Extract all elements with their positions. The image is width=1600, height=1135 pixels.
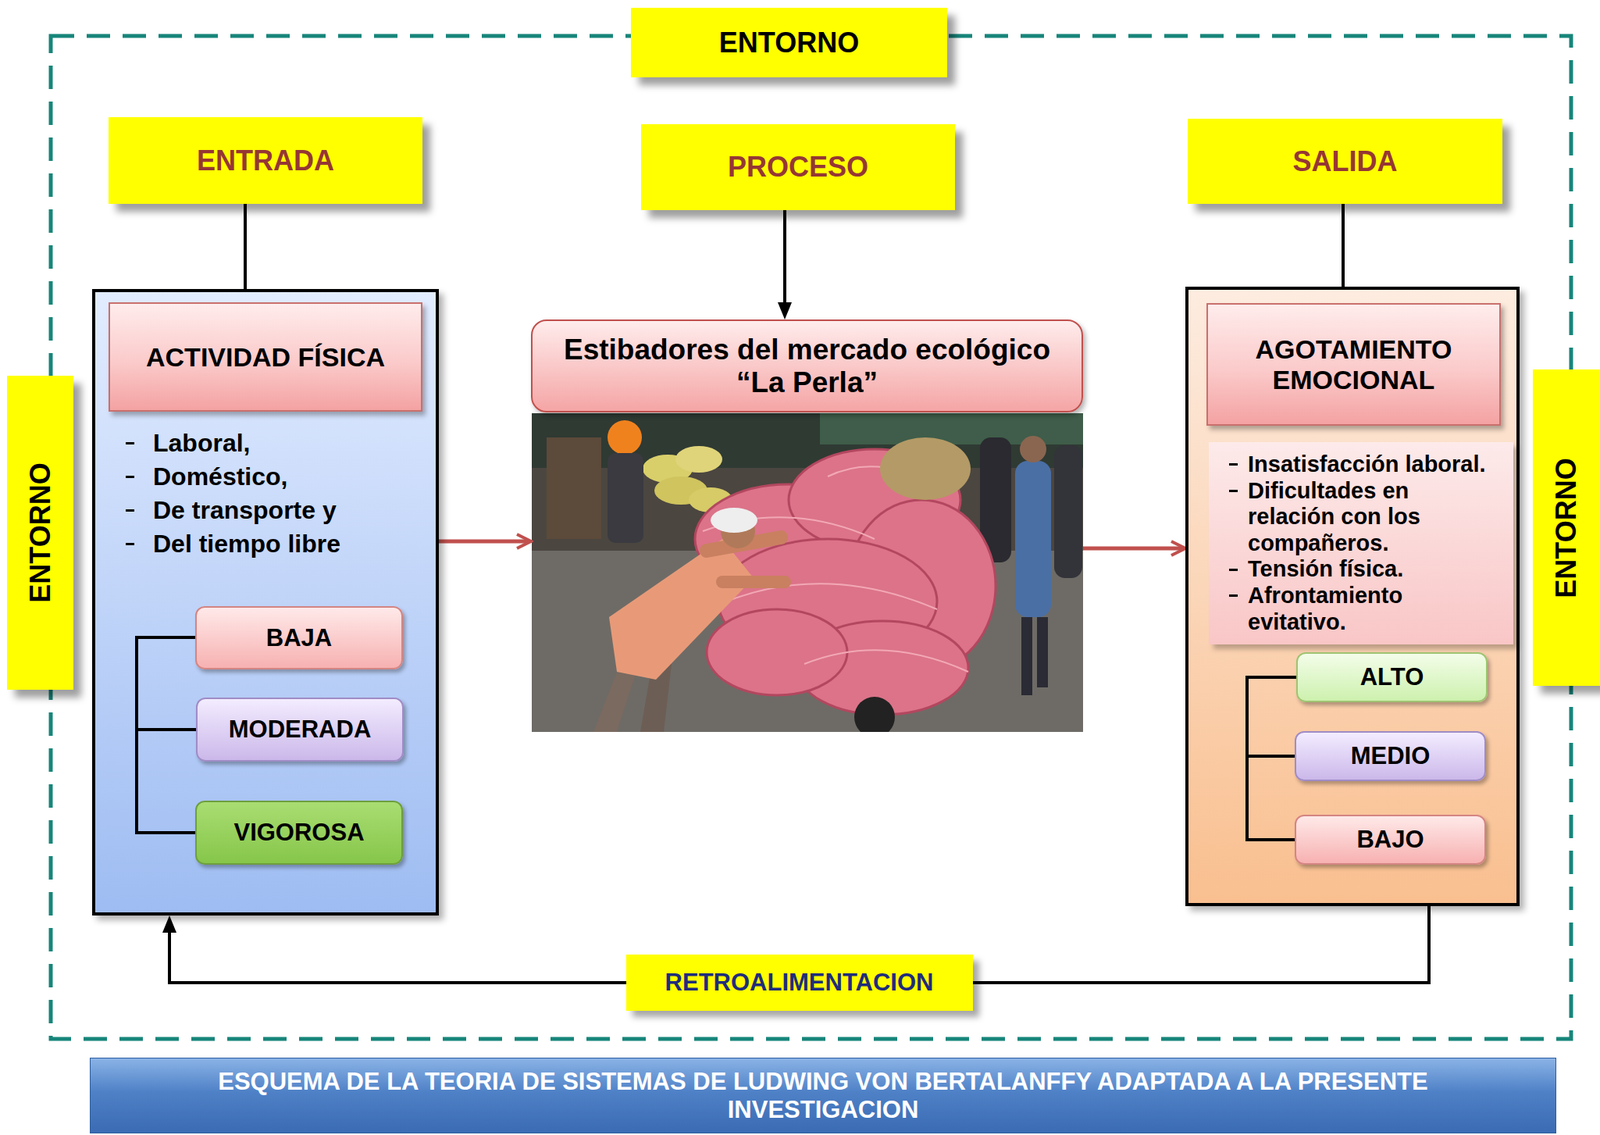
stall bbox=[546, 437, 602, 539]
list-item: Dificultades en relación con los compañe… bbox=[1219, 477, 1500, 557]
straw bbox=[880, 437, 971, 500]
flow-arrow bbox=[438, 539, 528, 544]
list-item: Insatisfacción laboral. bbox=[1219, 451, 1500, 478]
bullet-dash bbox=[125, 475, 135, 478]
title-box: Estibadores del mercado ecológico “La Pe… bbox=[530, 319, 1084, 413]
sack bbox=[675, 445, 723, 473]
onion-sack bbox=[706, 609, 848, 695]
worker-leg bbox=[593, 671, 637, 732]
list-box: Insatisfacción laboral.Dificultades en r… bbox=[1208, 441, 1514, 645]
caption-bar: ESQUEMA DE LA TEORIA DE SISTEMAS DE LUDW… bbox=[89, 1057, 1557, 1134]
node-text: MODERADA bbox=[228, 715, 372, 744]
bracket-line bbox=[136, 637, 196, 833]
list-item: Del tiempo libre bbox=[117, 527, 422, 561]
list-text: Insatisfacción laboral. bbox=[1247, 451, 1486, 477]
list-text: Afrontamiento evitativo. bbox=[1247, 582, 1403, 635]
environment-label: ENTORNO bbox=[1532, 369, 1600, 686]
list-text: Laboral, bbox=[153, 428, 250, 457]
connector-line bbox=[243, 203, 247, 289]
connector-arrow bbox=[783, 210, 787, 309]
bracket-line bbox=[1247, 677, 1297, 840]
bystander-leg bbox=[1021, 616, 1033, 695]
list-item: Laboral, bbox=[117, 426, 422, 460]
bullet-dash bbox=[1229, 568, 1238, 571]
list-text: Dificultades en relación con los compañe… bbox=[1247, 477, 1421, 556]
output-label: SALIDA bbox=[1187, 118, 1503, 204]
variable-header: ACTIVIDAD FÍSICA bbox=[108, 302, 423, 412]
bullet-dash bbox=[125, 509, 135, 512]
environment-label: ENTORNO bbox=[7, 375, 74, 690]
list-item: Doméstico, bbox=[117, 459, 422, 494]
level-box: MODERADA bbox=[195, 697, 404, 762]
bullet-dash bbox=[1229, 489, 1238, 492]
bullet-dash bbox=[1229, 463, 1238, 466]
environment-boundary bbox=[50, 35, 1572, 1039]
node-text: ALTO bbox=[1360, 662, 1425, 692]
panel-fill bbox=[92, 288, 439, 916]
awning bbox=[819, 413, 1084, 445]
list-item: Tensión física. bbox=[1219, 555, 1500, 583]
node-text: BAJA bbox=[266, 623, 332, 653]
node-text: MEDIO bbox=[1350, 741, 1431, 770]
bullet-dash bbox=[1229, 594, 1238, 597]
node-text: ENTRADA bbox=[196, 144, 335, 178]
cart-wheel bbox=[854, 696, 895, 732]
bullet-dash bbox=[125, 542, 135, 546]
photo-ground bbox=[531, 413, 1084, 732]
level-box: BAJA bbox=[195, 605, 403, 670]
population-box: Estibadores del mercado ecológico “La Pe… bbox=[530, 319, 1084, 732]
node-text: ACTIVIDAD FÍSICA bbox=[146, 342, 385, 373]
list-text: Del tiempo libre bbox=[153, 529, 341, 558]
bystander bbox=[1054, 445, 1083, 578]
node-text: ENTORNO bbox=[24, 462, 58, 603]
bystander-head bbox=[1019, 435, 1047, 463]
node-text: BAJO bbox=[1356, 825, 1424, 854]
bracket-line bbox=[136, 727, 196, 731]
bystander bbox=[1015, 460, 1052, 617]
list-block: Laboral, Doméstico, De transporte y Del tie… bbox=[117, 426, 422, 561]
edge-label: RETROALIMENTACION bbox=[626, 954, 973, 1011]
worker-headscarf bbox=[607, 420, 642, 455]
list-item: Afrontamiento evitativo. bbox=[1219, 582, 1500, 635]
level-box: ALTO bbox=[1296, 652, 1488, 703]
list-item: De transporte y bbox=[117, 493, 422, 528]
variable-header: AGOTAMIENTO EMOCIONAL bbox=[1206, 302, 1501, 426]
panel-fill bbox=[1185, 286, 1520, 906]
connector-line bbox=[1341, 203, 1345, 287]
level-box: VIGOROSA bbox=[195, 800, 403, 865]
environment-label: ENTORNO bbox=[630, 7, 948, 78]
bracket-line bbox=[1247, 754, 1295, 758]
worker-cloth bbox=[710, 507, 758, 533]
node-text: AGOTAMIENTO EMOCIONAL bbox=[1220, 334, 1487, 396]
level-box: BAJO bbox=[1294, 814, 1486, 865]
input-panel: Laboral, Doméstico, De transporte y Del tie… bbox=[92, 288, 439, 916]
node-text: Estibadores del mercado ecológico “La Pe… bbox=[555, 333, 1059, 400]
list-text: De transporte y bbox=[153, 495, 337, 524]
list-text: Tensión física. bbox=[1247, 555, 1404, 581]
output-panel: Insatisfacción laboral.Dificultades en r… bbox=[1185, 286, 1520, 906]
bullet-dash bbox=[125, 441, 135, 445]
node-text: SALIDA bbox=[1293, 145, 1398, 179]
node-text: ENTORNO bbox=[719, 26, 859, 60]
node-text: PROCESO bbox=[727, 150, 869, 184]
input-label: ENTRADA bbox=[108, 117, 423, 204]
worker-shirt bbox=[609, 538, 754, 680]
list-text: Doméstico, bbox=[153, 462, 288, 491]
process-label: PROCESO bbox=[641, 124, 956, 211]
net-line bbox=[804, 649, 969, 672]
flow-arrow bbox=[1083, 546, 1183, 551]
node-text: ENTORNO bbox=[1550, 457, 1583, 598]
bystander-leg bbox=[1036, 616, 1048, 688]
level-box: MEDIO bbox=[1294, 730, 1486, 781]
worker-body bbox=[607, 452, 644, 543]
market-photo bbox=[531, 413, 1084, 732]
worker-arm bbox=[722, 575, 785, 588]
node-text: VIGOROSA bbox=[233, 818, 364, 847]
